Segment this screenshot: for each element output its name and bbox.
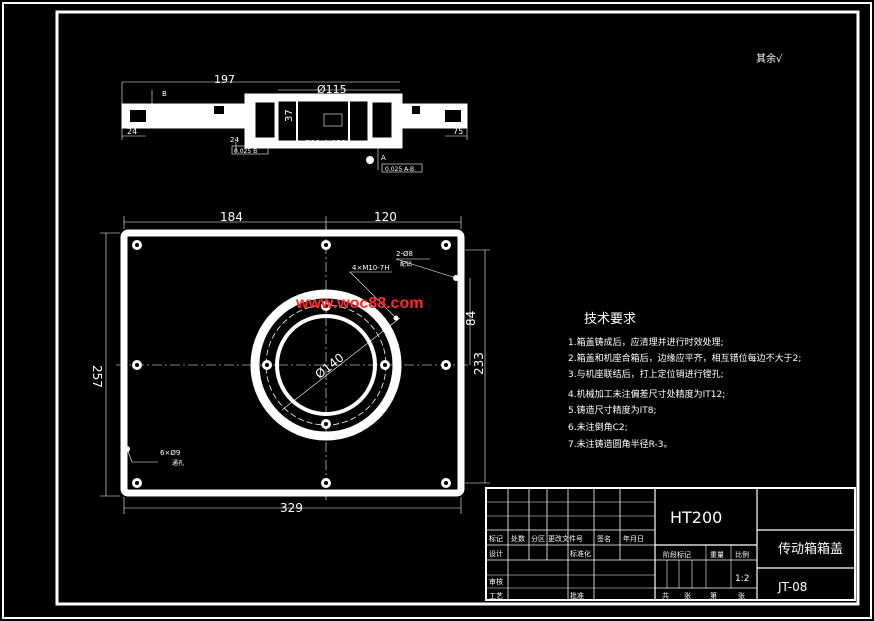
inner-border [55, 10, 860, 606]
label-total: 共 [662, 591, 669, 600]
note-thread: 4×M10-7H [352, 264, 390, 272]
note-bolt-holes: 6×Ø9 [160, 449, 180, 457]
label-review: 审核 [489, 577, 503, 586]
drawing-number: JT-08 [777, 580, 807, 594]
label-design: 设计 [489, 549, 503, 558]
label-process: 工艺 [489, 592, 503, 600]
requirement-item: 4.机械加工未注偏差尺寸处精度为IT12; [568, 388, 725, 400]
tolerance-right: 0.025 A-B [385, 166, 414, 173]
tolerance-left: 0.025 B [234, 148, 257, 155]
note-pin-holes: 2-Ø8 [396, 250, 413, 258]
label-change-doc: 更改文件号 [548, 534, 583, 543]
dim-left-height: 257 [90, 365, 104, 388]
label-approve: 批准 [570, 591, 584, 600]
dim-small-right: 24 [230, 136, 239, 144]
label-sheet: 张 [684, 591, 691, 600]
note-bolt-sub: 通孔 [172, 459, 184, 467]
label-standardize: 标准化 [570, 549, 591, 558]
dim-diameter-top: Ø115 [317, 83, 347, 96]
dim-height-center: 37 [284, 109, 295, 122]
label-count: 处数 [511, 534, 525, 543]
dim-overall-left: 197 [214, 73, 235, 86]
section-view [121, 81, 468, 173]
watermark: www.woc88.com [295, 295, 423, 312]
label-weight: 重量 [710, 551, 724, 559]
dim-right-inner: 84 [464, 311, 478, 326]
roughness-mark: 其余√ [756, 52, 783, 65]
label-stage-mark: 阶段标记 [663, 550, 691, 559]
requirement-item: 6.未注倒角C2; [568, 421, 628, 433]
material: HT200 [670, 508, 722, 527]
part-name: 传动箱箱盖 [778, 541, 843, 557]
dim-small-left: 24 [127, 127, 137, 136]
scale-value: 1:2 [735, 574, 749, 584]
requirement-item: 3.与机座联结后，打上定位销进行镗孔; [568, 368, 724, 380]
label-date: 年月日 [623, 534, 644, 543]
title-block [485, 487, 856, 601]
label-ratio: 比例 [735, 550, 749, 559]
label-sheet-unit: 张 [738, 591, 745, 600]
note-pin-sub: 配钻 [400, 260, 412, 268]
datum-a: A [381, 154, 386, 162]
plan-view [100, 216, 490, 514]
dim-right-label: 75 [453, 127, 463, 136]
dim-top-left: 184 [220, 210, 243, 224]
dim-bottom-width: 329 [280, 501, 303, 515]
requirement-item: 1.箱盖铸成后，应清理并进行时效处理; [568, 336, 724, 348]
dim-bore-diameter: Ø140 [313, 351, 347, 382]
label-signature: 签名 [597, 534, 611, 543]
requirement-item: 7.未注铸造圆角半径R-3。 [568, 438, 672, 450]
requirements-title: 技术要求 [584, 312, 636, 327]
requirement-item: 5.铸造尺寸精度为IT8; [568, 404, 657, 416]
label-sheet-no: 第 [710, 591, 717, 600]
dim-top-right: 120 [374, 210, 397, 224]
dim-right-height: 233 [472, 352, 486, 375]
datum-b: B [162, 90, 167, 98]
label-mark: 标记 [489, 534, 503, 543]
label-zone: 分区 [531, 534, 545, 543]
dim-bottom-bore: Ø90-0.022 [304, 138, 346, 148]
requirement-item: 2.箱盖和机座合箱后，边缘应平齐，相互错位每边不大于2; [568, 352, 801, 364]
